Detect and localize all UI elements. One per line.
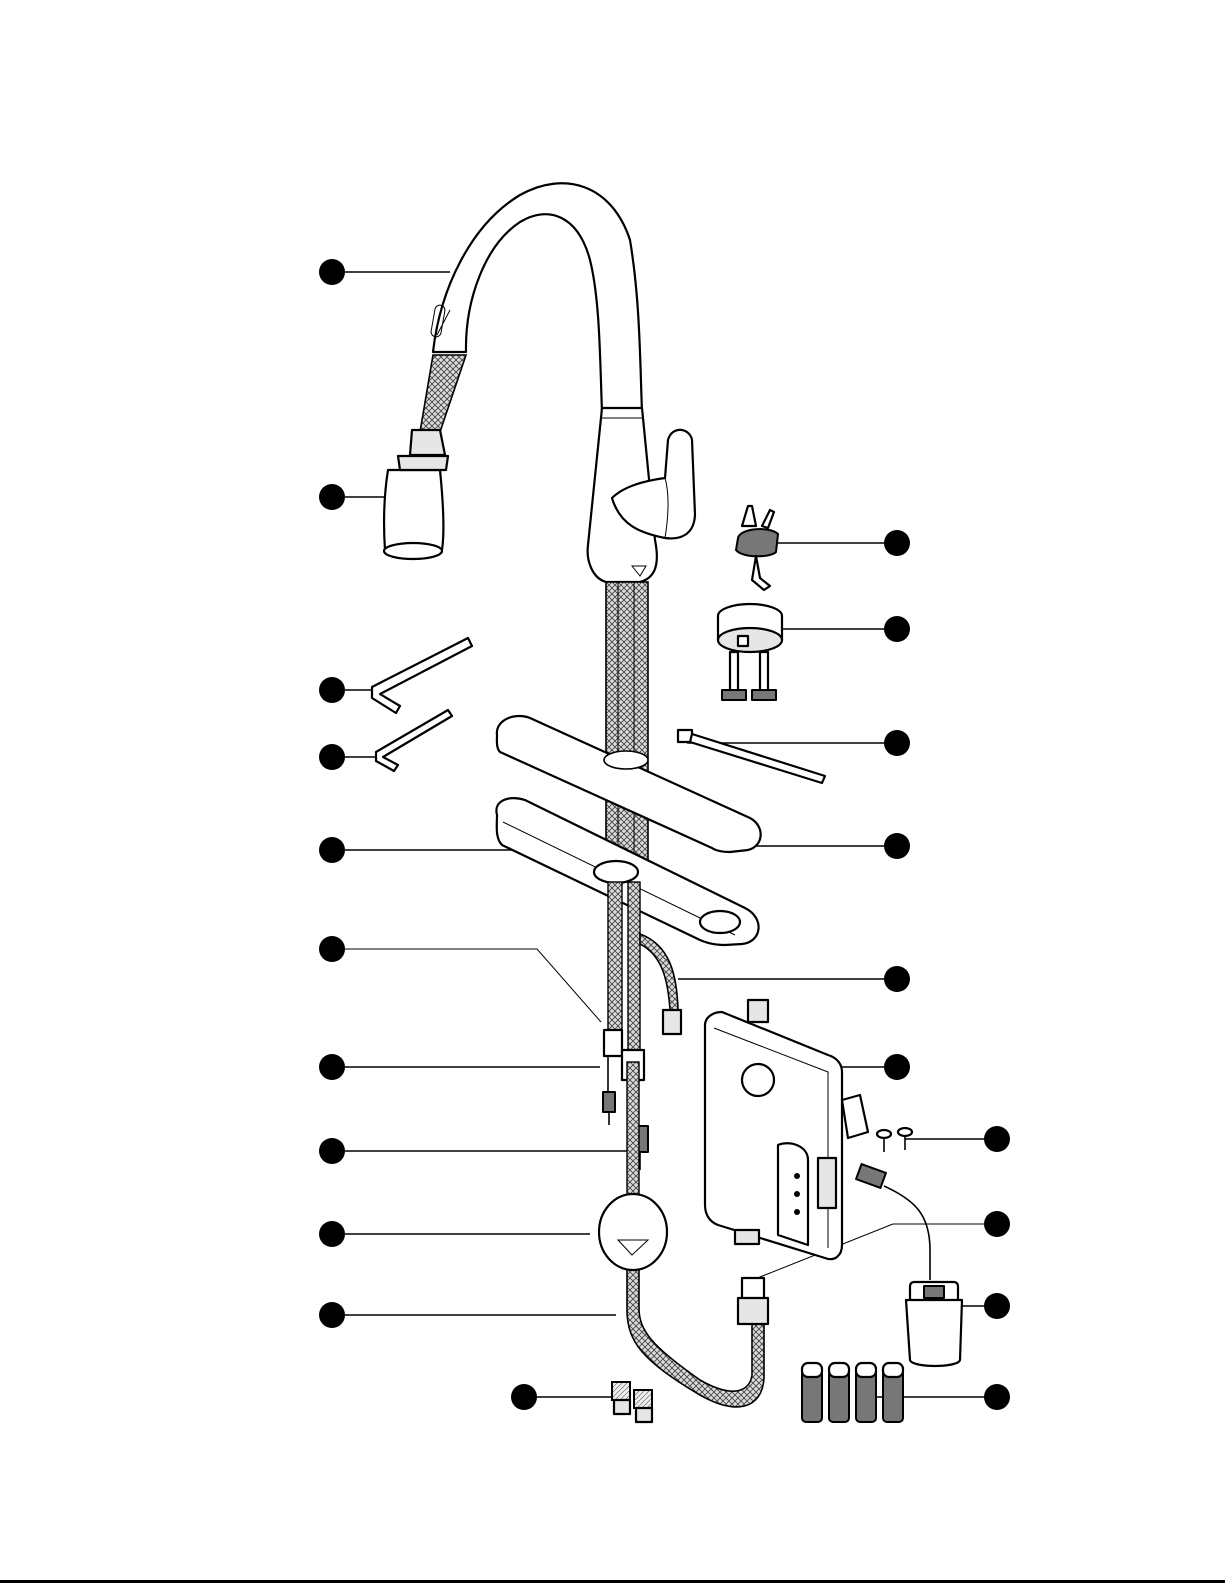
callout-pulldown-hose: [319, 1302, 345, 1328]
screws: [877, 1128, 912, 1152]
callout-hose-clip: [884, 530, 910, 556]
callout-solenoid-connector: [319, 1138, 345, 1164]
shank-tubes: [606, 582, 648, 882]
callout-batteries: [984, 1384, 1010, 1410]
callout-screws: [984, 1126, 1010, 1152]
batteries: [802, 1363, 903, 1422]
callout-hose-weight: [319, 1221, 345, 1247]
callout-sprayhead: [319, 484, 345, 510]
hose-clip: [736, 506, 778, 590]
faucet-body: [430, 183, 695, 582]
callout-escutcheon-plate: [884, 833, 910, 859]
callout-battery-pack: [984, 1293, 1010, 1319]
callout-escutcheon-gasket: [319, 837, 345, 863]
callout-control-box: [884, 1054, 910, 1080]
callout-adapters: [511, 1384, 537, 1410]
adapters: [612, 1382, 652, 1422]
callout-mounting-nut: [884, 616, 910, 642]
cable-tie: [678, 730, 825, 783]
callout-hex-key-small: [319, 744, 345, 770]
callout-spout: [319, 259, 345, 285]
callout-quick-connect: [984, 1211, 1010, 1237]
callout-supply-hoses: [319, 936, 345, 962]
battery-pack: [856, 1164, 962, 1366]
control-box: [705, 1000, 868, 1259]
callout-sensor-cable: [319, 1054, 345, 1080]
sensor-cable: [603, 1030, 622, 1125]
callout-hex-key-large: [319, 677, 345, 703]
sprayhead: [384, 355, 466, 559]
callout-cable-tie: [884, 730, 910, 756]
quick-connect-fitting: [738, 1278, 768, 1324]
hex-key-small: [376, 710, 452, 771]
hex-key-large: [372, 638, 472, 713]
hose-weight: [599, 1194, 667, 1270]
callout-outlet-hose: [884, 966, 910, 992]
page-bottom-rule: [0, 1580, 1225, 1583]
mounting-nut-assembly: [718, 604, 782, 700]
